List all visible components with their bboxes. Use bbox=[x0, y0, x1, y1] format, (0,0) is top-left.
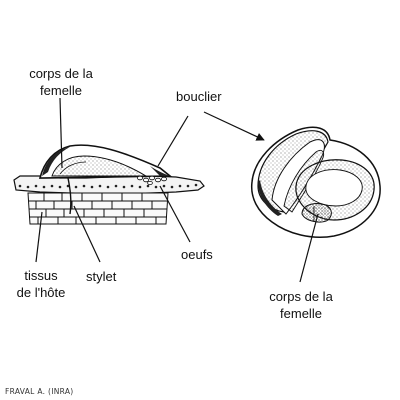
leader-female-body-right bbox=[299, 213, 319, 283]
label-shield: bouclier bbox=[176, 89, 222, 104]
leader-shield-right bbox=[203, 111, 265, 141]
label-female-body-left-line1: corps de la bbox=[29, 66, 93, 81]
label-eggs: oeufs bbox=[181, 247, 213, 262]
shield-tip-rim bbox=[150, 166, 170, 176]
label-host-tissue: tissus de l'hôte bbox=[8, 267, 74, 301]
label-female-body-left-line2: femelle bbox=[40, 83, 82, 98]
stylet bbox=[67, 177, 72, 215]
label-female-body-right-line1: corps de la bbox=[269, 289, 333, 304]
eggs-cluster bbox=[136, 175, 167, 185]
flap-dark-edge bbox=[258, 180, 282, 216]
top-view-section bbox=[250, 126, 381, 238]
leader-stylet bbox=[73, 205, 101, 263]
label-stylet: stylet bbox=[86, 269, 117, 284]
shield-dark-rim bbox=[42, 147, 70, 176]
leader-host-tissue bbox=[35, 211, 43, 263]
label-female-body-right: corps de la femelle bbox=[262, 288, 340, 322]
host-tissue-cells bbox=[27, 192, 169, 225]
leader-female-body-left bbox=[59, 97, 63, 169]
image-credit: FRAVAL A. (INRA) bbox=[5, 387, 74, 396]
label-female-body-left: corps de la femelle bbox=[22, 65, 100, 99]
leader-shield-left bbox=[157, 115, 189, 167]
label-female-body-right-line2: femelle bbox=[280, 306, 322, 321]
female-body-inner bbox=[305, 169, 363, 207]
label-host-tissue-line2: de l'hôte bbox=[16, 285, 66, 300]
side-view-section bbox=[13, 144, 205, 225]
label-host-tissue-line1: tissus bbox=[24, 268, 58, 283]
leader-lines bbox=[35, 97, 319, 283]
female-body-side bbox=[51, 155, 148, 177]
female-body-fold bbox=[59, 161, 87, 175]
leader-eggs bbox=[159, 185, 191, 243]
